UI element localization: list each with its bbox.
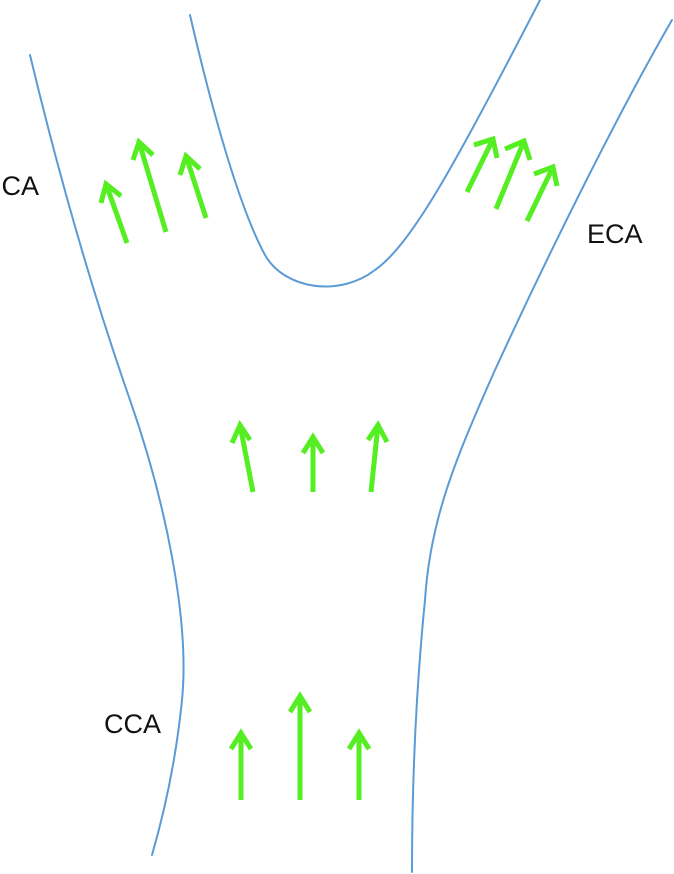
- arrow-up-icon: [287, 691, 313, 800]
- label-ica: ICA: [0, 171, 39, 201]
- arrow-up-icon: [229, 419, 256, 493]
- flow-arrows: [98, 135, 560, 800]
- arrow-up-icon: [346, 728, 372, 800]
- vessel-labels: ICA ECA CCA: [0, 171, 643, 739]
- outer-left-wall: [29, 54, 185, 856]
- label-eca: ECA: [587, 219, 643, 249]
- arrow-up-icon: [130, 137, 169, 233]
- inner-crotch-wall: [189, 0, 541, 288]
- arrow-up-icon: [228, 728, 254, 800]
- label-cca: CCA: [104, 709, 161, 739]
- arrow-up-icon: [464, 135, 500, 194]
- arrow-up-icon: [493, 137, 533, 210]
- outer-right-wall: [411, 19, 673, 873]
- arrow-up-icon: [365, 420, 390, 493]
- vessel-walls: [29, 0, 673, 873]
- arrow-up-icon: [177, 151, 209, 219]
- arrow-up-icon: [98, 179, 130, 244]
- arrow-up-icon: [300, 432, 326, 492]
- arrow-up-icon: [524, 163, 560, 223]
